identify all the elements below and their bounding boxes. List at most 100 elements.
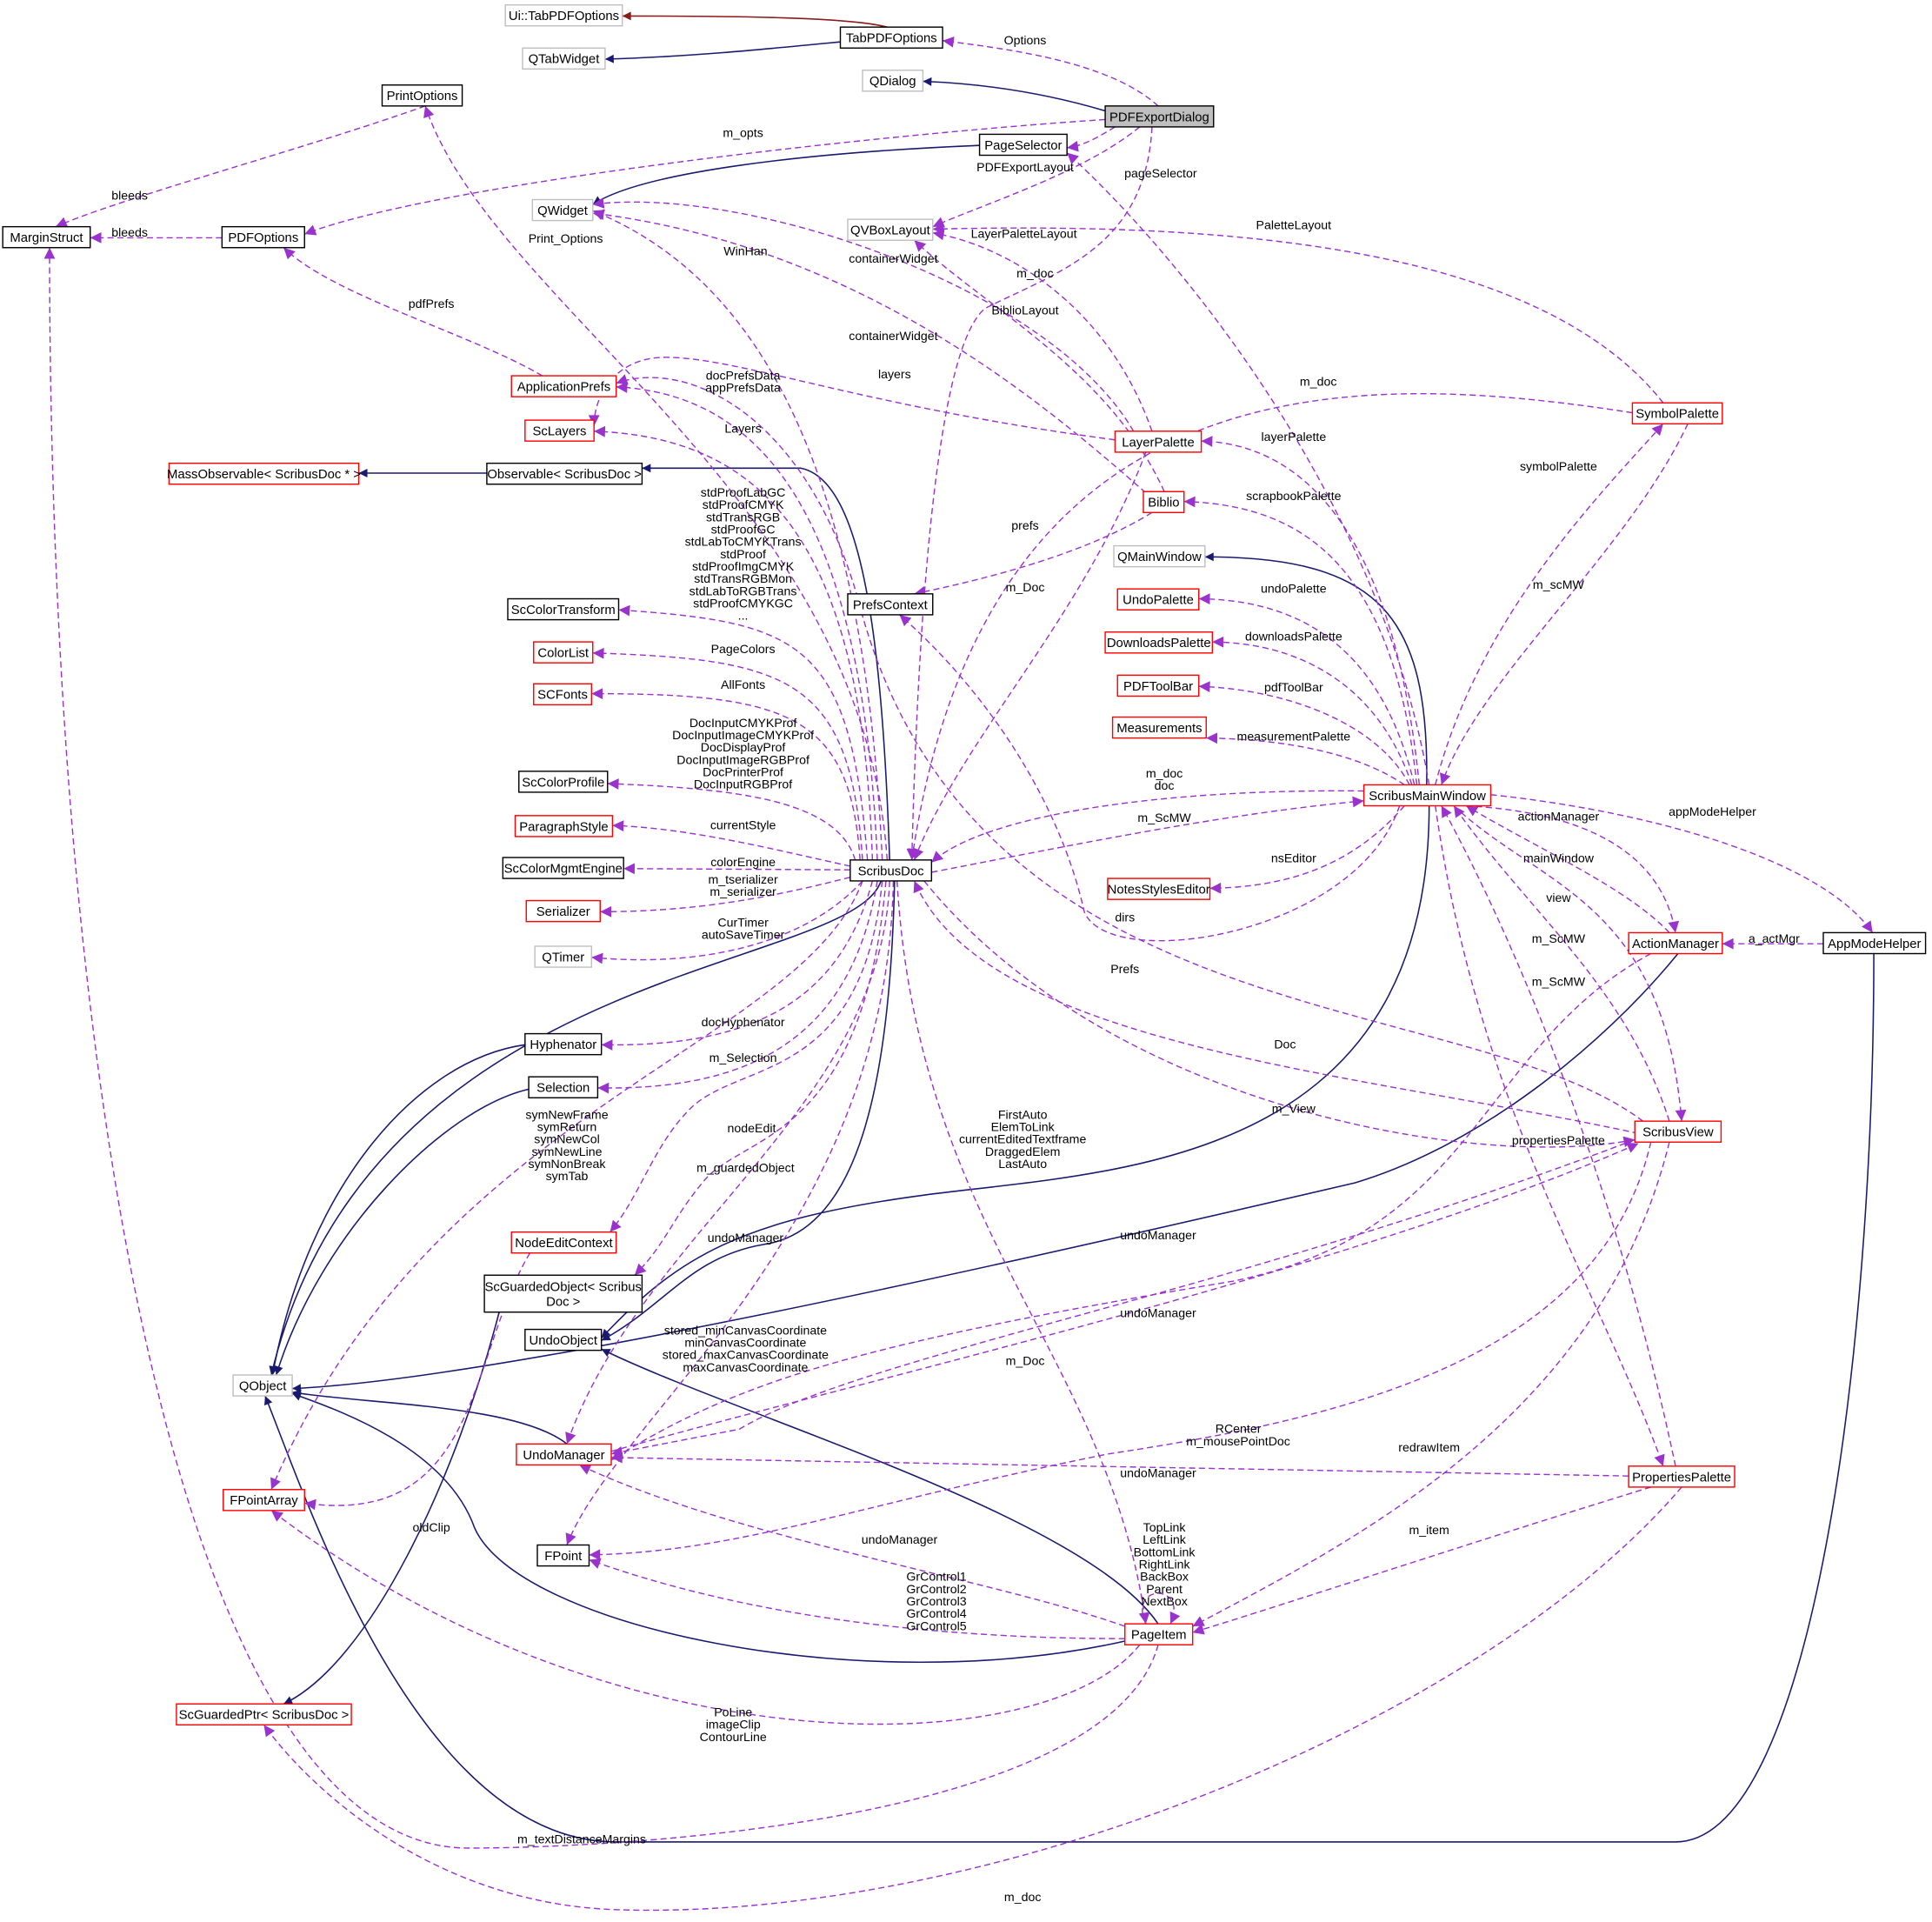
class-node-pdfexport-dialog[interactable]: PDFExportDialog	[1104, 105, 1215, 128]
class-node-scribus-view[interactable]: ScribusView	[1634, 1120, 1722, 1143]
class-box[interactable]	[232, 1374, 293, 1397]
class-node-sc-layers[interactable]: ScLayers	[524, 419, 595, 442]
class-node-qtimer[interactable]: QTimer	[534, 945, 593, 968]
class-box[interactable]	[1116, 674, 1200, 697]
class-node-undo-palette[interactable]: UndoPalette	[1116, 588, 1200, 611]
class-node-hyphenator[interactable]: Hyphenator	[524, 1032, 603, 1056]
class-node-node-edit-context[interactable]: NodeEditContext	[510, 1231, 617, 1254]
class-node-sc-color-mgmt-engine[interactable]: ScColorMgmtEngine	[502, 857, 624, 879]
class-box[interactable]	[1116, 588, 1200, 611]
class-box[interactable]	[514, 815, 614, 838]
class-node-fpoint-array[interactable]: FPointArray	[223, 1489, 305, 1512]
class-node-sc-guarded-ptr[interactable]: ScGuardedPtr< ScribusDoc >	[176, 1703, 352, 1726]
class-box[interactable]	[221, 225, 305, 249]
class-node-page-item[interactable]: PageItem	[1124, 1623, 1194, 1645]
class-node-layer-palette[interactable]: LayerPalette	[1114, 430, 1203, 453]
class-box[interactable]	[516, 1443, 612, 1466]
class-box[interactable]	[534, 945, 593, 968]
class-node-ui-tab-pdfoptions[interactable]: Ui::TabPDFOptions	[504, 3, 623, 27]
class-box[interactable]	[531, 198, 594, 222]
class-node-qobject[interactable]: QObject	[232, 1374, 293, 1397]
class-box[interactable]	[1113, 544, 1206, 568]
class-box[interactable]	[978, 133, 1068, 157]
class-node-scfonts[interactable]: SCFonts	[533, 683, 593, 706]
class-node-pdftool-bar[interactable]: PDFToolBar	[1116, 674, 1200, 697]
class-box[interactable]	[1362, 784, 1492, 807]
class-node-prefs-context[interactable]: PrefsContext	[847, 593, 934, 616]
class-box[interactable]	[1104, 631, 1214, 654]
class-node-print-options[interactable]: PrintOptions	[381, 84, 463, 107]
class-box[interactable]	[1628, 931, 1723, 955]
class-node-action-manager[interactable]: ActionManager	[1628, 931, 1723, 955]
class-node-app-mode-helper[interactable]: AppModeHelper	[1822, 931, 1927, 955]
class-node-fpoint[interactable]: FPoint	[536, 1544, 590, 1567]
class-box[interactable]	[483, 1274, 643, 1313]
class-box[interactable]	[1114, 430, 1203, 453]
class-box[interactable]	[528, 1076, 599, 1098]
class-box[interactable]	[525, 899, 601, 923]
class-node-downloads-palette[interactable]: DownloadsPalette	[1104, 631, 1214, 654]
class-node-qwidget[interactable]: QWidget	[531, 198, 594, 222]
class-node-margin-struct[interactable]: MarginStruct	[2, 225, 91, 249]
class-box[interactable]	[1143, 491, 1185, 514]
class-box[interactable]	[1104, 105, 1215, 128]
class-node-selection[interactable]: Selection	[528, 1076, 599, 1098]
class-box[interactable]	[504, 3, 623, 27]
class-node-biblio[interactable]: Biblio	[1143, 491, 1185, 514]
class-box[interactable]	[1631, 402, 1723, 425]
class-box[interactable]	[510, 1231, 617, 1254]
class-box[interactable]	[533, 683, 593, 706]
class-node-qmain-window[interactable]: QMainWindow	[1113, 544, 1206, 568]
class-box[interactable]	[1822, 931, 1927, 955]
class-box[interactable]	[533, 641, 594, 664]
class-box[interactable]	[2, 225, 91, 249]
class-box[interactable]	[1124, 1623, 1194, 1645]
class-box[interactable]	[502, 857, 624, 879]
class-box[interactable]	[510, 375, 617, 397]
class-box[interactable]	[223, 1489, 305, 1512]
class-box[interactable]	[849, 859, 933, 882]
class-node-symbol-palette[interactable]: SymbolPalette	[1631, 402, 1723, 425]
class-box[interactable]	[518, 771, 609, 793]
class-box[interactable]	[524, 419, 595, 442]
class-box[interactable]	[862, 70, 924, 92]
class-box[interactable]	[1628, 1465, 1735, 1488]
class-node-undo-object[interactable]: UndoObject	[524, 1328, 603, 1351]
class-node-sc-color-profile[interactable]: ScColorProfile	[518, 771, 609, 793]
class-node-qvbox-layout[interactable]: QVBoxLayout	[847, 218, 934, 241]
class-box[interactable]	[381, 84, 463, 107]
class-box[interactable]	[536, 1544, 590, 1567]
class-node-tab-pdfoptions[interactable]: TabPDFOptions	[839, 26, 943, 49]
class-node-sc-color-transform[interactable]: ScColorTransform	[507, 597, 620, 621]
class-node-pdfoptions[interactable]: PDFOptions	[221, 225, 305, 249]
class-node-color-list[interactable]: ColorList	[533, 641, 594, 664]
class-box[interactable]	[176, 1703, 352, 1726]
class-box[interactable]	[524, 1328, 603, 1351]
class-node-observable[interactable]: Observable< ScribusDoc >	[486, 462, 643, 485]
class-node-serializer[interactable]: Serializer	[525, 899, 601, 923]
class-node-paragraph-style[interactable]: ParagraphStyle	[514, 815, 614, 838]
class-node-application-prefs[interactable]: ApplicationPrefs	[510, 375, 617, 397]
class-box[interactable]	[507, 597, 620, 621]
class-box[interactable]	[839, 26, 943, 49]
class-box[interactable]	[486, 462, 643, 485]
class-node-scribus-main-window[interactable]: ScribusMainWindow	[1362, 784, 1492, 807]
class-node-notes-styles-editor[interactable]: NotesStylesEditor	[1107, 878, 1211, 900]
class-box[interactable]	[1111, 716, 1207, 739]
class-node-measurements[interactable]: Measurements	[1111, 716, 1207, 739]
class-node-mass-observable[interactable]: MassObservable< ScribusDoc * >	[167, 462, 361, 485]
class-node-undo-manager[interactable]: UndoManager	[516, 1443, 612, 1466]
class-node-scribus-doc[interactable]: ScribusDoc	[849, 859, 933, 882]
class-box[interactable]	[847, 218, 934, 241]
class-box[interactable]	[524, 1032, 603, 1056]
class-box[interactable]	[1107, 878, 1211, 900]
class-node-properties-palette[interactable]: PropertiesPalette	[1628, 1465, 1735, 1488]
class-node-qtab-widget[interactable]: QTabWidget	[522, 47, 606, 70]
class-node-qdialog[interactable]: QDialog	[862, 70, 924, 92]
class-box[interactable]	[168, 462, 360, 485]
class-box[interactable]	[847, 593, 934, 616]
class-node-page-selector[interactable]: PageSelector	[978, 133, 1068, 157]
class-box[interactable]	[522, 47, 606, 70]
class-box[interactable]	[1634, 1120, 1722, 1143]
